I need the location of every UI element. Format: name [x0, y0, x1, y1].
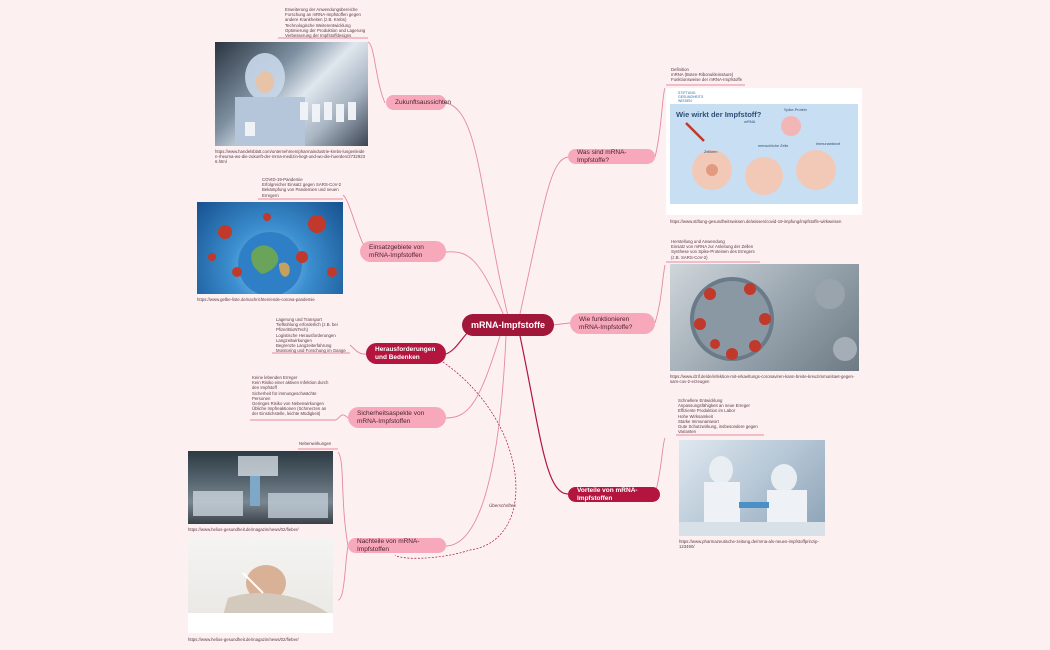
note-herausforderungen: Lagerung und Transport Tiefkühlung erfor…	[276, 317, 346, 354]
url-nachteile-2[interactable]: https://www.helios-gesundheit.de/magazin…	[188, 637, 299, 642]
infographic-label-zellkern: Zellkern	[704, 150, 718, 154]
note-was-sind: Definition mRNA (Boten-Ribonukleinsäure)…	[671, 67, 743, 83]
lab-photo	[215, 42, 368, 146]
coronavirus-image	[670, 264, 859, 371]
branch-zukunftsaussichten[interactable]: Zukunftsaussichten	[386, 95, 451, 110]
url-was-sind[interactable]: https://www.stiftung-gesundheitswissen.d…	[670, 219, 842, 224]
branch-wie-funktionieren[interactable]: Wie funktionieren mRNA-Impfstoffe?	[570, 313, 655, 334]
url-zukunft[interactable]: https://www.handelsblatt.com/unternehmen…	[215, 149, 365, 165]
branch-einsatzgebiete[interactable]: Einsatzgebiete von mRNA-Impfstoffen	[360, 241, 446, 262]
url-einsatz[interactable]: https://www.gelbe-liste.de/nachrichten/e…	[197, 297, 315, 302]
branch-label: Vorteile von mRNA-Impfstoffen	[577, 486, 638, 502]
infographic-label-immun: Immunantwort	[816, 142, 841, 146]
infographic-title: Wie wirkt der Impfstoff?	[676, 110, 762, 119]
branch-label: Was sind mRNA-Impfstoffe?	[577, 148, 627, 164]
branch-nachteile[interactable]: Nachteile von mRNA-Impfstoffen	[348, 538, 446, 553]
earth-virus-image	[197, 202, 343, 294]
lab-workers-photo	[679, 440, 825, 536]
hospital-photo	[188, 451, 333, 524]
url-vorteile[interactable]: https://www.pharmazeutische-zeitung.de/m…	[679, 539, 819, 550]
branch-label: Einsatzgebiete von mRNA-Impfstoffen	[369, 243, 424, 259]
infographic: STIFTUNG GESUNDHEITS WISSEN Wie wirkt de…	[666, 88, 862, 215]
note-zukunft: Erweiterung der Anwendungsbereiche Forsc…	[285, 7, 366, 39]
note-nachteile: Nebenwirkungen	[299, 441, 332, 446]
note-funktion: Herstellung und Anwendung Einsatz von mR…	[671, 239, 755, 260]
branch-was-sind[interactable]: Was sind mRNA-Impfstoffe?	[568, 149, 655, 164]
url-nachteile-1[interactable]: https://www.helios-gesundheit.de/magazin…	[188, 527, 299, 532]
fever-photo	[188, 538, 333, 633]
infographic-label-mrna: mRNA	[744, 120, 756, 124]
note-vorteile: Schnellere Entwicklung Anpassungsfähigke…	[678, 398, 758, 435]
branch-label: Zukunftsaussichten	[395, 98, 452, 106]
infographic-brand: STIFTUNG GESUNDHEITS WISSEN	[678, 91, 704, 103]
branch-label: Sicherheitsaspekte von mRNA-Impfstoffen	[357, 409, 425, 425]
branch-herausforderungen[interactable]: Herausforderungen und Bedenken	[366, 343, 446, 364]
branch-label: Nachteile von mRNA-Impfstoffen	[357, 537, 420, 553]
branch-vorteile[interactable]: Vorteile von mRNA-Impfstoffen	[568, 487, 660, 502]
infographic-label-spike: Spike-Protein	[784, 108, 807, 112]
note-einsatz: COVID-19-Pandemie Erfolgreicher Einsatz …	[262, 177, 342, 198]
branch-label: Wie funktionieren mRNA-Impfstoffe?	[579, 315, 633, 331]
branch-sicherheitsaspekte[interactable]: Sicherheitsaspekte von mRNA-Impfstoffen	[348, 407, 446, 428]
central-topic[interactable]: mRNA-Impfstoffe	[462, 314, 554, 336]
note-sicherheit: Keine lebenden Erreger Kein Risiko einer…	[252, 375, 329, 417]
infographic-label-zelle: menschliche Zelle	[758, 144, 789, 148]
branch-label: Herausforderungen und Bedenken	[375, 345, 436, 361]
relation-label: Überschriften	[489, 503, 516, 508]
url-funktion[interactable]: https://www.dzif.de/de/infektion-mit-erk…	[670, 374, 855, 385]
